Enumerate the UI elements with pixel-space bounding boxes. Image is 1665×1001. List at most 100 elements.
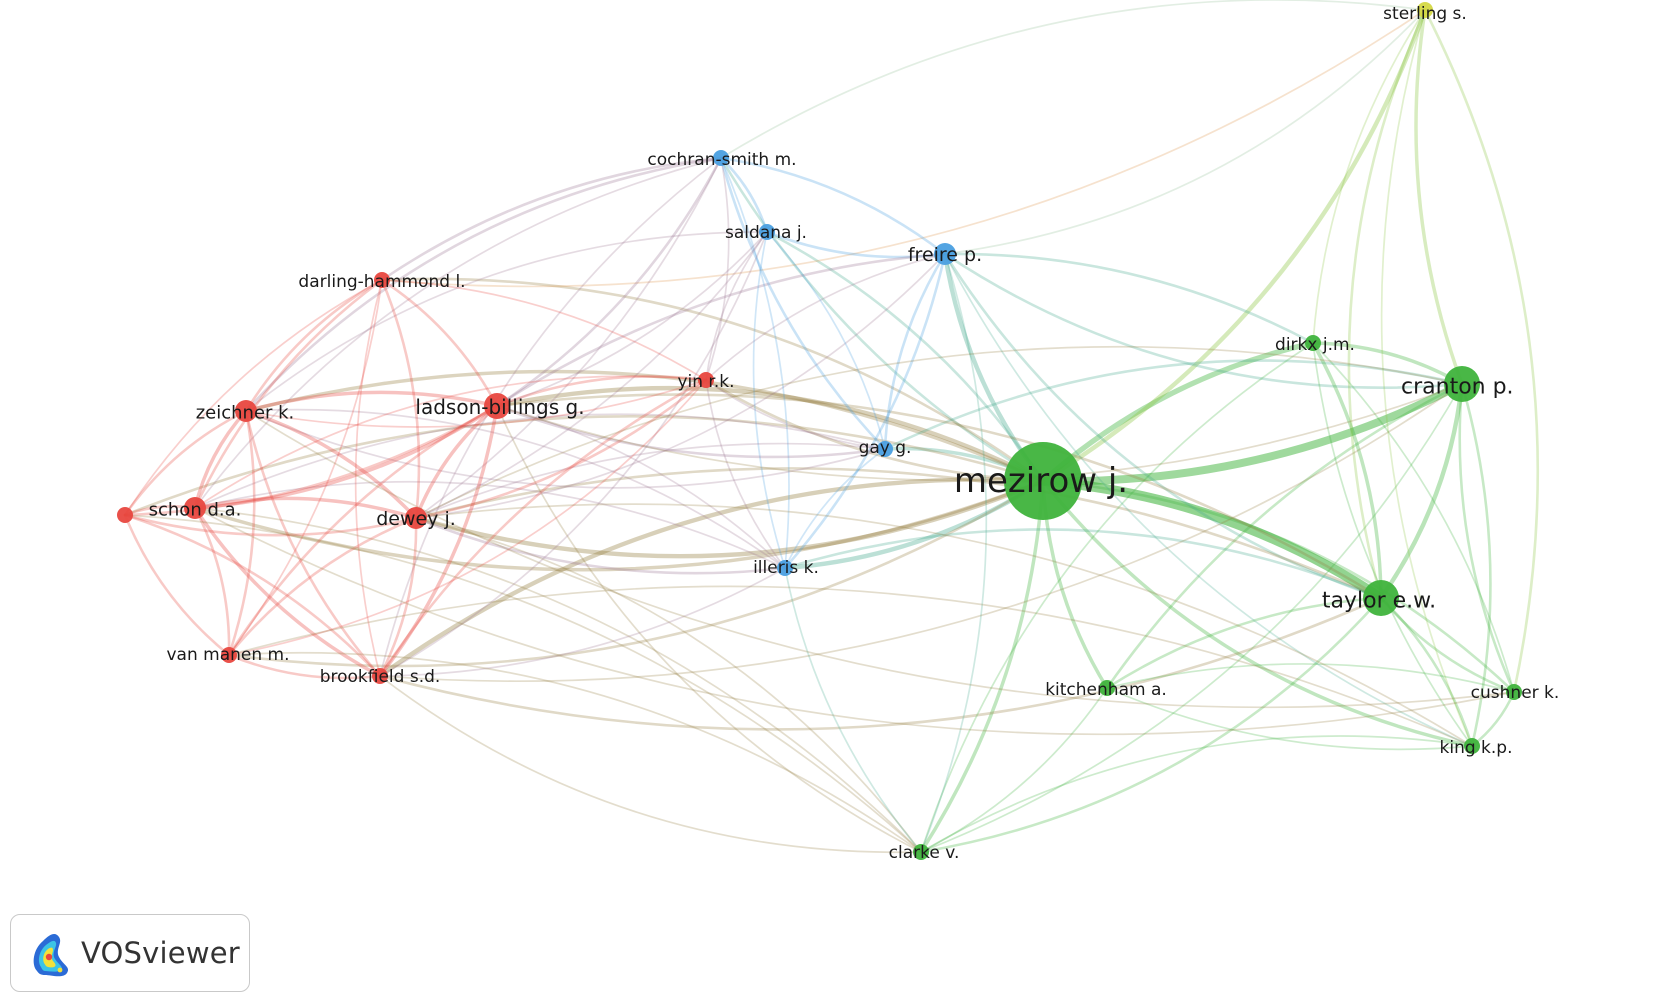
link-darling-vanmanen [228,279,383,656]
node-label-zeichner[interactable]: zeichner k. [196,403,295,424]
link-freire-saldana [765,230,947,259]
link-mezirow-brookfield [377,477,1046,679]
node-label-cushner[interactable]: cushner k. [1471,683,1560,703]
link-zeichner-vanmanen [227,409,256,657]
node-label-cochran[interactable]: cochran-smith m. [647,150,796,170]
link-kitchenham-king [1106,687,1473,751]
link-saldana-dewey [415,231,768,519]
link-mezirow-taylor [1038,476,1386,603]
link-dewey-king [415,503,1473,747]
link-cranton-sterling [1414,8,1464,386]
node-label-yin[interactable]: yin r.k. [677,372,734,392]
link-kitchenham-clarke [920,687,1108,853]
node-label-kitchenham[interactable]: kitchenham a. [1045,680,1167,700]
node-label-taylor[interactable]: taylor e.w. [1322,589,1436,614]
link-king-sterling [1380,9,1473,747]
link-cranton-cushner [1458,382,1516,694]
link-cranton-taylor [1378,381,1465,601]
node-kitchenham[interactable] [1099,680,1115,696]
node-label-mezirow[interactable]: mezirow j. [954,461,1128,501]
link-ladson-brookfield [378,404,499,678]
link-gay-schon [194,413,886,509]
link-illeris-ladson [496,405,786,569]
node-dirkx[interactable] [1305,335,1321,351]
link-zeichner-schon [193,409,248,510]
link-darling-yin [381,279,707,381]
link-mezirow-darling [380,277,1045,483]
link-mezirow-yin [704,378,1045,483]
node-label-darling[interactable]: darling-hammond l. [298,272,465,292]
link-illeris-brookfield [379,567,786,677]
node-label-clarke[interactable]: clarke v. [889,843,960,863]
node-label-ladson[interactable]: ladson-billings g. [415,395,584,419]
link-saldana-zeichner [245,231,768,412]
link-cranton-kitchenham [1105,382,1464,690]
node-zeichner[interactable] [235,400,257,422]
node-cranton[interactable] [1444,366,1480,402]
link-saldana-brookfield [379,231,768,677]
link-gay-illeris [784,448,886,569]
vosviewer-badge[interactable]: VOSviewer [10,914,250,992]
node-darling[interactable] [374,272,390,288]
node-ladson[interactable] [484,393,510,419]
link-mezirow-ladson [494,385,1046,484]
node-label-schon[interactable]: schon d.a. [149,500,242,521]
node-cochran[interactable] [713,150,729,166]
link-schon-dewey [193,496,418,520]
link-saldana-gay [766,231,886,450]
link-brookfield-clarke [379,675,922,854]
link-dewey-red_unlabeled [123,513,418,537]
link-ladson-schon [193,404,499,510]
node-sterling[interactable] [1417,2,1433,18]
node-brookfield[interactable] [372,668,388,684]
node-taylor[interactable] [1363,580,1399,616]
node-yin[interactable] [698,372,714,388]
node-label-brookfield[interactable]: brookfield s.d. [320,667,441,687]
node-label-vanmanen[interactable]: van manen m. [166,645,289,665]
node-label-king[interactable]: king k.p. [1440,738,1513,758]
link-vanmanen-king [228,585,1473,747]
labels-layer: mezirow j. cranton p. taylor e.w. dirkx j.m… [149,4,1560,863]
node-dewey[interactable] [405,507,427,529]
node-freire[interactable] [934,243,956,265]
node-illeris[interactable] [777,560,793,576]
node-schon[interactable] [184,497,206,519]
link-taylor-cushner [1379,596,1516,694]
node-label-sterling[interactable]: sterling s. [1383,4,1467,24]
node-label-dirkx[interactable]: dirkx j.m. [1275,335,1355,355]
links-layer [123,0,1539,854]
link-taylor-brookfield [378,596,1383,731]
link-zeichner-brookfield [244,409,382,678]
link-taylor-ladson [495,393,1383,600]
node-label-freire[interactable]: freire p. [908,244,982,266]
link-clarke-illeris [784,567,922,853]
node-gay[interactable] [877,441,893,457]
link-freire-king [944,253,1473,747]
node-saldana[interactable] [759,224,775,240]
link-mezirow-cushner [1041,479,1516,694]
node-label-saldana[interactable]: saldana j. [725,223,807,243]
link-mezirow-sterling [1040,7,1428,484]
link-taylor-dewey [414,467,1383,600]
node-label-gay[interactable]: gay g. [859,438,912,458]
node-cushner[interactable] [1506,684,1522,700]
node-king[interactable] [1464,738,1480,754]
node-vanmanen[interactable] [221,647,237,663]
node-label-cranton[interactable]: cranton p. [1401,375,1514,400]
link-yin-schon [194,375,707,509]
link-yin-dewey [414,378,708,520]
node-mezirow[interactable] [1004,442,1082,520]
link-dewey-brookfield [378,516,418,678]
link-dirkx-cushner [1312,342,1515,693]
link-taylor-king [1379,596,1474,748]
link-illeris-dewey [414,516,787,575]
node-red_unlabeled[interactable] [117,507,133,523]
node-label-illeris[interactable]: illeris k. [753,558,819,578]
node-label-dewey[interactable]: dewey j. [376,508,456,530]
link-taylor-illeris [783,528,1383,600]
link-gay-ladson [495,404,887,459]
link-saldana-illeris [752,231,786,569]
node-clarke[interactable] [913,844,929,860]
link-dirkx-king [1312,342,1473,747]
